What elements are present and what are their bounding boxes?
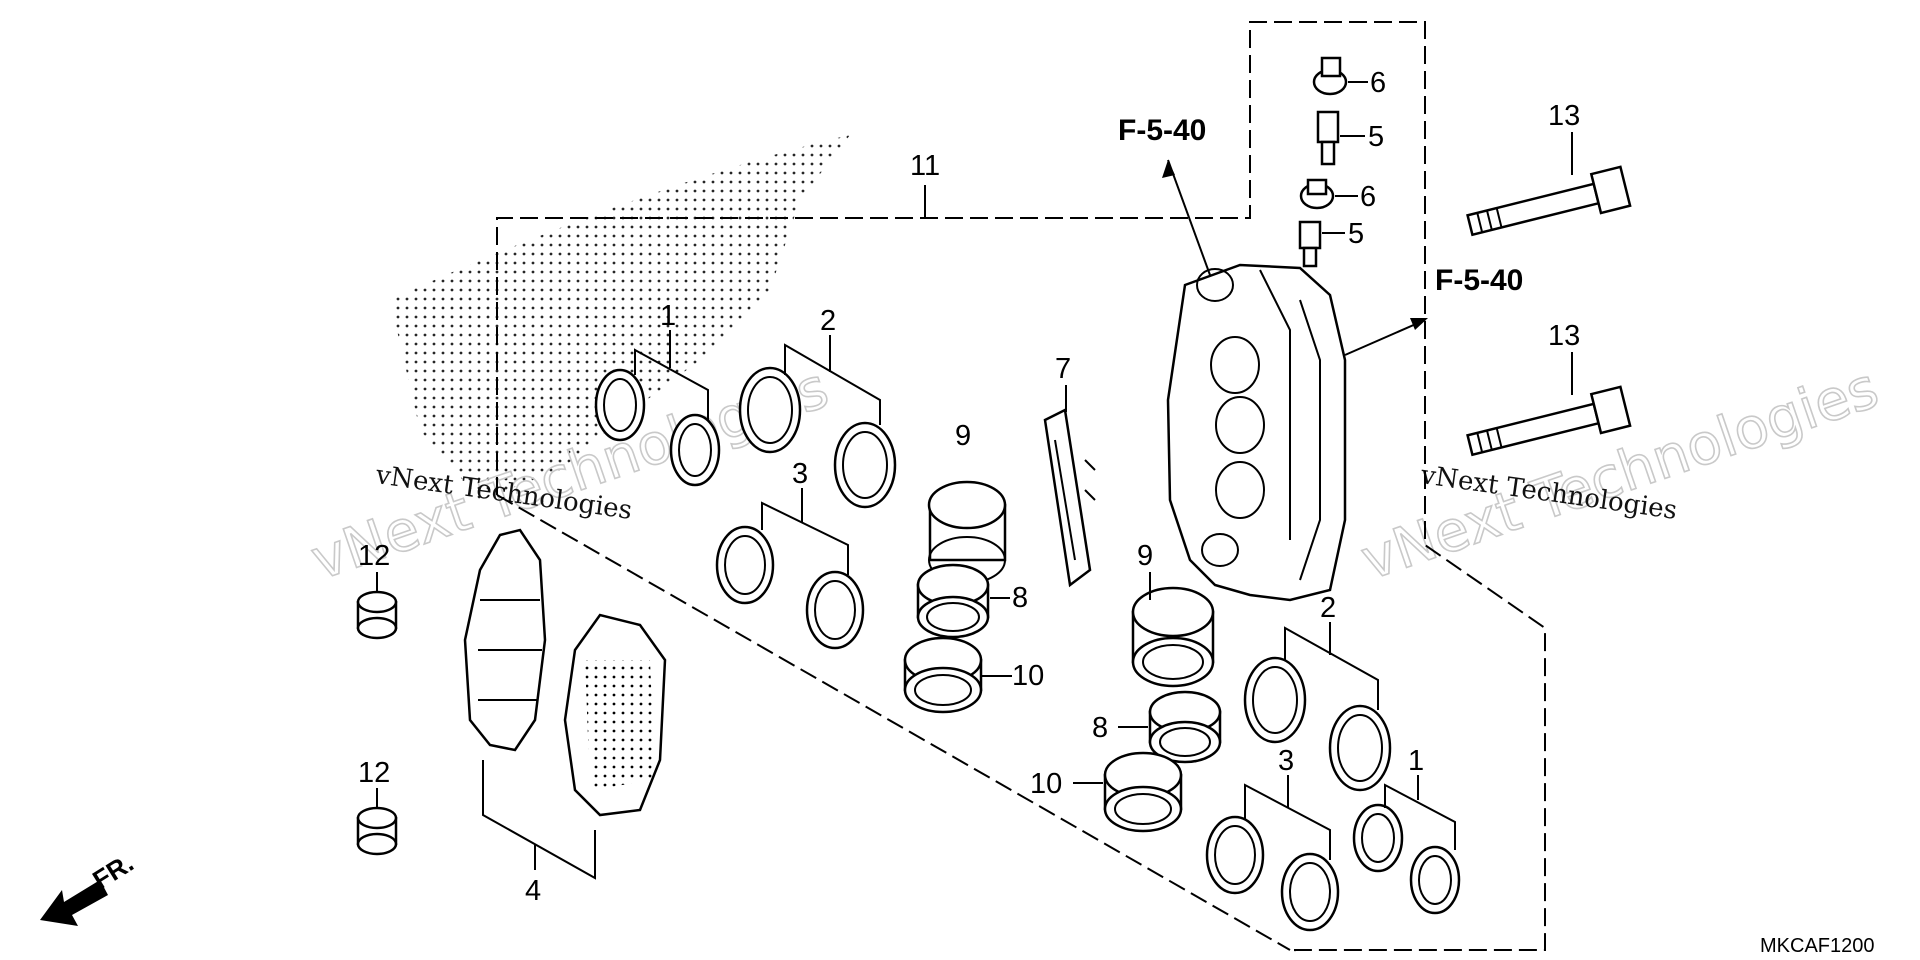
seal-1-left-a [594,368,646,442]
leader-1-left [634,348,709,420]
callout-12-upper: 12 [358,540,390,572]
callout-3-right: 3 [1278,745,1294,777]
callout-5-lower: 5 [1348,218,1364,250]
bleeder-5-lower [1298,220,1322,268]
leader-1-right [1384,783,1456,850]
diagram-code: MKCAF1200 [1760,935,1875,957]
brake-pad-4-rear [563,613,667,817]
piston-8-left [916,563,990,639]
piston-9-left [927,480,1007,584]
seal-1-left-b [669,413,721,487]
pin-12-upper [356,590,398,640]
leader-2-left [784,343,881,425]
callout-8-right: 8 [1092,712,1108,744]
stipple-shadow [390,135,850,500]
leader-4 [482,760,596,880]
callout-3-left: 3 [792,458,808,490]
callout-6-upper: 6 [1370,67,1386,99]
assembly-outline [496,21,1546,955]
callout-10-right: 10 [1030,768,1062,800]
cap-6-upper [1312,56,1348,96]
callout-6-lower: 6 [1360,181,1376,213]
pin-12-lower [356,806,398,856]
ref-top-label: F-5-40 [1118,114,1206,147]
ref-right-arrow [1344,319,1426,356]
leader-2-right [1284,626,1379,710]
piston-10-right [1103,751,1183,833]
caliper-body [1166,263,1347,602]
assembly-outline-lower [496,494,1291,951]
seal-3-left-a [715,525,775,605]
front-arrow-icon [40,880,108,926]
callout-11: 11 [910,150,940,182]
piston-8-right [1148,690,1222,764]
piston-9-right [1131,586,1215,688]
seal-2-left-b [833,421,897,509]
bolt-13-upper [1466,165,1632,237]
seal-2-right-a [1243,656,1307,744]
callout-2-right: 2 [1320,592,1336,624]
callout-7: 7 [1055,353,1071,385]
seal-1-right-a [1352,803,1404,873]
leader-3-left [761,501,849,575]
seal-1-right-b [1409,845,1461,915]
ref-top-arrowhead [1162,160,1175,178]
callout-5-upper: 5 [1368,121,1384,153]
callout-13-upper: 13 [1548,100,1580,132]
seal-2-left-a [738,366,802,454]
cap-6-lower [1299,178,1335,210]
ref-right-label: F-5-40 [1435,264,1523,297]
seal-2-right-b [1328,704,1392,792]
ref-top-arrow [1167,159,1211,276]
callout-9-left: 9 [955,420,971,452]
callout-9-right: 9 [1137,540,1153,572]
callout-2-left: 2 [820,305,836,337]
pad-spring-7 [1043,408,1096,588]
seal-3-right-a [1205,815,1265,895]
callout-1-left: 1 [660,300,676,332]
callout-12-lower: 12 [358,757,390,789]
bleeder-5-upper [1316,110,1340,166]
seal-3-left-b [805,570,865,650]
callout-4: 4 [525,875,541,907]
callout-13-lower: 13 [1548,320,1580,352]
callout-10-left: 10 [1012,660,1044,692]
ref-right-arrowhead [1410,318,1428,330]
bolt-13-lower [1466,385,1632,457]
piston-10-left [903,636,983,714]
callout-8-left: 8 [1012,582,1028,614]
callout-1-right: 1 [1408,745,1424,777]
seal-3-right-b [1280,852,1340,932]
brake-pad-4-front [463,528,547,752]
